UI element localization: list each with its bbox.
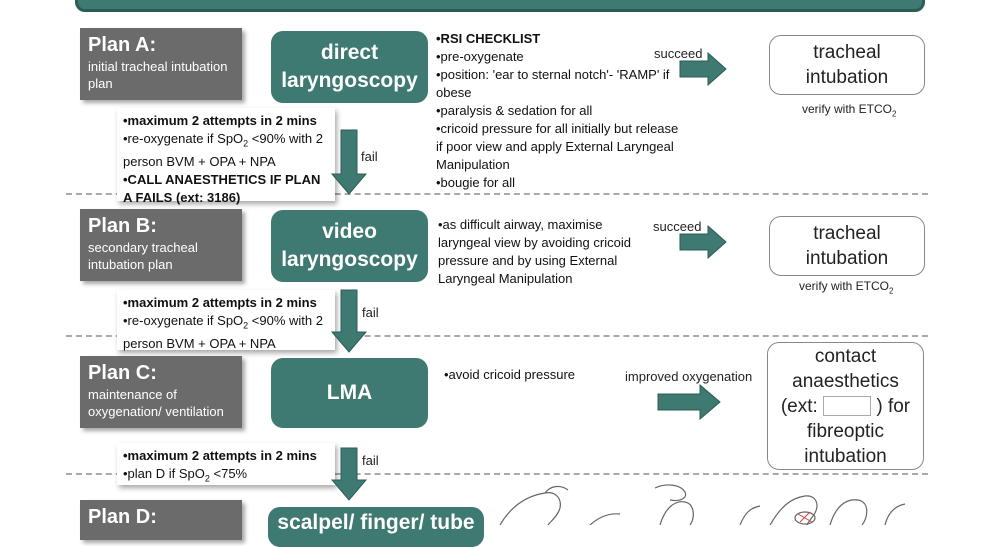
plan-d-action-box: scalpel/ finger/ tube [268,507,484,547]
plan-a-label: Plan A: [88,34,157,56]
section-divider [66,193,928,195]
plan-a-action: direct laryngoscopy [281,41,418,92]
plan-c-action-box: LMA [271,358,428,428]
plan-c-fail-label: fail [362,453,379,468]
plan-b-note: •as difficult airway, maximise laryngeal… [438,217,631,286]
plan-a-succeed-label: succeed [654,46,703,61]
checklist-item: •bougie for all [436,175,515,190]
checklist-item: •pre-oxygenate [436,49,524,64]
extension-blank [823,396,872,417]
plan-b-outcome: tracheal intubation [805,223,889,269]
plan-c-subtitle: maintenance of oxygenation/ ventilation [88,387,224,419]
plan-b-fail-notes: •maximum 2 attempts in 2 mins •re-oxygen… [117,290,335,351]
rsi-checklist-title: •RSI CHECKLIST [436,31,541,46]
checklist-item: •position: 'ear to sternal notch'- 'RAMP… [436,67,670,100]
plan-a-fail-arrow [330,129,368,195]
plan-b-subtitle: secondary tracheal intubation plan [88,240,198,272]
plan-c-action: LMA [326,381,373,404]
plan-c-outcome-line3: fibreoptic intubation [804,420,887,467]
plan-b-action-box: video laryngoscopy [271,210,428,282]
plan-a-outcome-box: tracheal intubation [769,35,925,95]
plan-c-label-box: Plan C: maintenance of oxygenation/ vent… [80,356,242,428]
plan-a-label-box: Plan A: initial tracheal intubation plan [80,28,242,100]
plan-b-fail-arrow [330,289,368,353]
section-divider [66,473,928,475]
plan-a-action-box: direct laryngoscopy [271,31,428,103]
plan-a-subtitle: initial tracheal intubation plan [88,59,228,91]
plan-d-action: scalpel/ finger/ tube [277,511,475,534]
plan-a-fail-notes: •maximum 2 attempts in 2 mins •re-oxygen… [117,108,335,205]
plan-d-label: Plan D: [88,506,157,528]
plan-c-fail-arrow [330,447,368,501]
plan-d-label-box: Plan D: [80,500,242,540]
plan-b-succeed-label: succeed [653,219,702,234]
plan-b-action: video laryngoscopy [281,220,418,271]
plan-c-fail-notes: •maximum 2 attempts in 2 mins •plan D if… [117,443,335,485]
checklist-item: •cricoid pressure for all initially but … [436,121,679,172]
plan-a-verify: verify with ETCO2 [802,102,897,119]
plan-b-succeed-arrow [679,224,727,260]
title-banner [75,0,925,12]
plan-b-label-box: Plan B: secondary tracheal intubation pl… [80,209,242,281]
plan-b-label: Plan B: [88,215,157,237]
plan-c-succeed-label: improved oxygenation [625,369,753,384]
plan-a-outcome: tracheal intubation [805,42,889,88]
plan-b-outcome-box: tracheal intubation [769,216,925,276]
plan-b-verify: verify with ETCO2 [799,279,894,296]
plan-c-label: Plan C: [88,362,157,384]
checklist-item: •paralysis & sedation for all [436,103,593,118]
plan-a-succeed-arrow [679,51,727,87]
plan-c-succeed-arrow [657,383,721,421]
plan-b-fail-label: fail [362,305,379,320]
plan-c-note: •avoid cricoid pressure [444,367,575,382]
plan-c-outcome-line1: contact anaesthetics [792,345,899,392]
plan-c-outcome-box: contact anaesthetics (ext: ) for fibreop… [767,342,924,470]
plan-a-fail-label: fail [361,149,378,164]
plan-a-checklist: •RSI CHECKLIST •pre-oxygenate •position:… [436,30,686,192]
section-divider [66,335,928,337]
procedure-sketch-illustration [499,484,906,525]
